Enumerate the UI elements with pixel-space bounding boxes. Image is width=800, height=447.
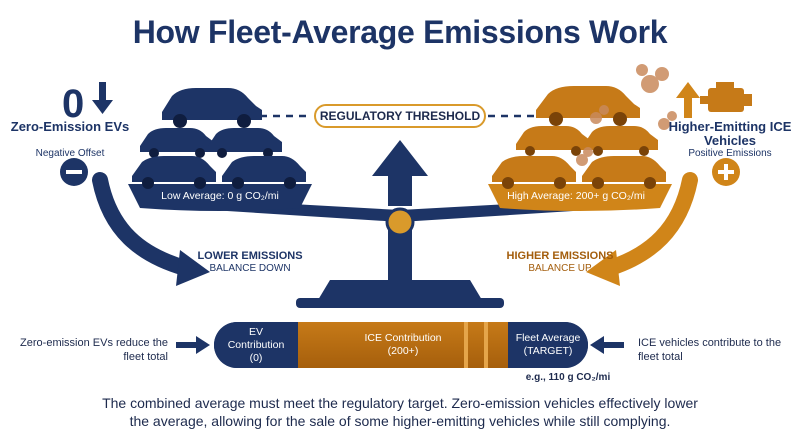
ev-car-icon bbox=[132, 156, 216, 189]
ev-reduce-note: Zero-emission EVs reduce the fleet total bbox=[20, 337, 168, 363]
ev-car-icon bbox=[140, 128, 214, 158]
positive-emissions-label: Positive Emissions bbox=[688, 148, 772, 159]
right-curved-arrow bbox=[602, 172, 698, 276]
page-title: How Fleet-Average Emissions Work bbox=[132, 14, 668, 50]
low-average-label: Low Average: 0 g CO₂/mi bbox=[161, 190, 279, 202]
up-arrow-icon bbox=[676, 82, 700, 118]
ev-contribution-line1: EV bbox=[248, 326, 263, 338]
ev-car-icon bbox=[208, 128, 282, 158]
down-arrow-icon bbox=[92, 82, 113, 114]
zero-emission-label: Zero-Emission EVs bbox=[10, 119, 130, 134]
ice-contribution-segment: ICE Contribution (200+) bbox=[298, 322, 508, 368]
left-curved-arrow bbox=[92, 172, 193, 276]
left-arrow-icon bbox=[590, 336, 624, 354]
left-pan bbox=[128, 184, 312, 211]
scale-foot bbox=[296, 298, 504, 308]
ice-contribution-line1: ICE Contribution bbox=[364, 332, 442, 344]
engine-icon bbox=[700, 82, 752, 112]
footer-line-2: the average, allowing for the sale of so… bbox=[129, 413, 671, 429]
negative-offset-label: Negative Offset bbox=[35, 148, 105, 159]
higher-emissions-sub: BALANCE UP bbox=[528, 263, 592, 274]
ice-car-icon bbox=[536, 86, 640, 126]
ice-car-icon bbox=[492, 156, 576, 189]
ice-segment-divider bbox=[484, 322, 488, 368]
scale-base bbox=[318, 280, 482, 300]
ev-car-icon bbox=[222, 156, 306, 189]
lower-emissions-title: LOWER EMISSIONS bbox=[197, 250, 303, 262]
ev-contribution-line3: (0) bbox=[249, 352, 263, 364]
high-average-label: High Average: 200+ g CO₂/mi bbox=[507, 190, 645, 202]
ice-segment-divider bbox=[464, 322, 468, 368]
ev-contribution-segment: EV Contribution (0) bbox=[214, 322, 298, 368]
scale-pivot bbox=[385, 207, 415, 237]
footer-line-1: The combined average must meet the regul… bbox=[102, 395, 698, 411]
ice-car-icon bbox=[582, 156, 666, 189]
regulatory-threshold-badge: REGULATORY THRESHOLD bbox=[314, 104, 486, 128]
lower-emissions-sub: BALANCE DOWN bbox=[209, 263, 291, 274]
example-target-value: e.g., 110 g CO₂/mi bbox=[525, 372, 611, 383]
fleet-composition-bar: EV Contribution (0) ICE Contribution (20… bbox=[214, 322, 588, 368]
zero-number: 0 bbox=[62, 82, 85, 126]
minus-circle-icon bbox=[60, 158, 88, 186]
right-arrow-icon bbox=[176, 336, 210, 354]
center-up-arrow bbox=[372, 140, 428, 206]
ice-cars bbox=[492, 86, 666, 189]
ice-vehicles-label: Higher-Emitting ICE Vehicles bbox=[668, 119, 792, 148]
higher-emissions-label: HIGHER EMISSIONS BALANCE UP bbox=[490, 250, 630, 274]
left-curved-arrow-head bbox=[176, 250, 210, 286]
plus-circle-icon bbox=[712, 158, 740, 186]
higher-emissions-title: HIGHER EMISSIONS bbox=[506, 250, 614, 262]
right-curved-arrow-head bbox=[586, 250, 620, 286]
ice-contribute-note: ICE vehicles contribute to the fleet tot… bbox=[638, 337, 782, 363]
ev-cars bbox=[132, 88, 306, 189]
right-pan bbox=[488, 184, 672, 211]
fleet-average-line1: Fleet Average bbox=[515, 332, 581, 344]
ice-car-icon bbox=[516, 126, 590, 156]
footer-caption: The combined average must meet the regul… bbox=[0, 394, 800, 430]
ice-contribution-line2: (200+) bbox=[387, 345, 419, 357]
ev-car-icon bbox=[162, 88, 262, 128]
ev-contribution-line2: Contribution bbox=[227, 339, 285, 351]
fleet-average-segment: Fleet Average (TARGET) bbox=[508, 322, 588, 368]
fleet-average-line2: (TARGET) bbox=[523, 345, 573, 357]
exhaust-smoke-icon bbox=[576, 64, 677, 166]
lower-emissions-label: LOWER EMISSIONS BALANCE DOWN bbox=[180, 250, 320, 274]
ice-car-icon bbox=[584, 126, 658, 156]
